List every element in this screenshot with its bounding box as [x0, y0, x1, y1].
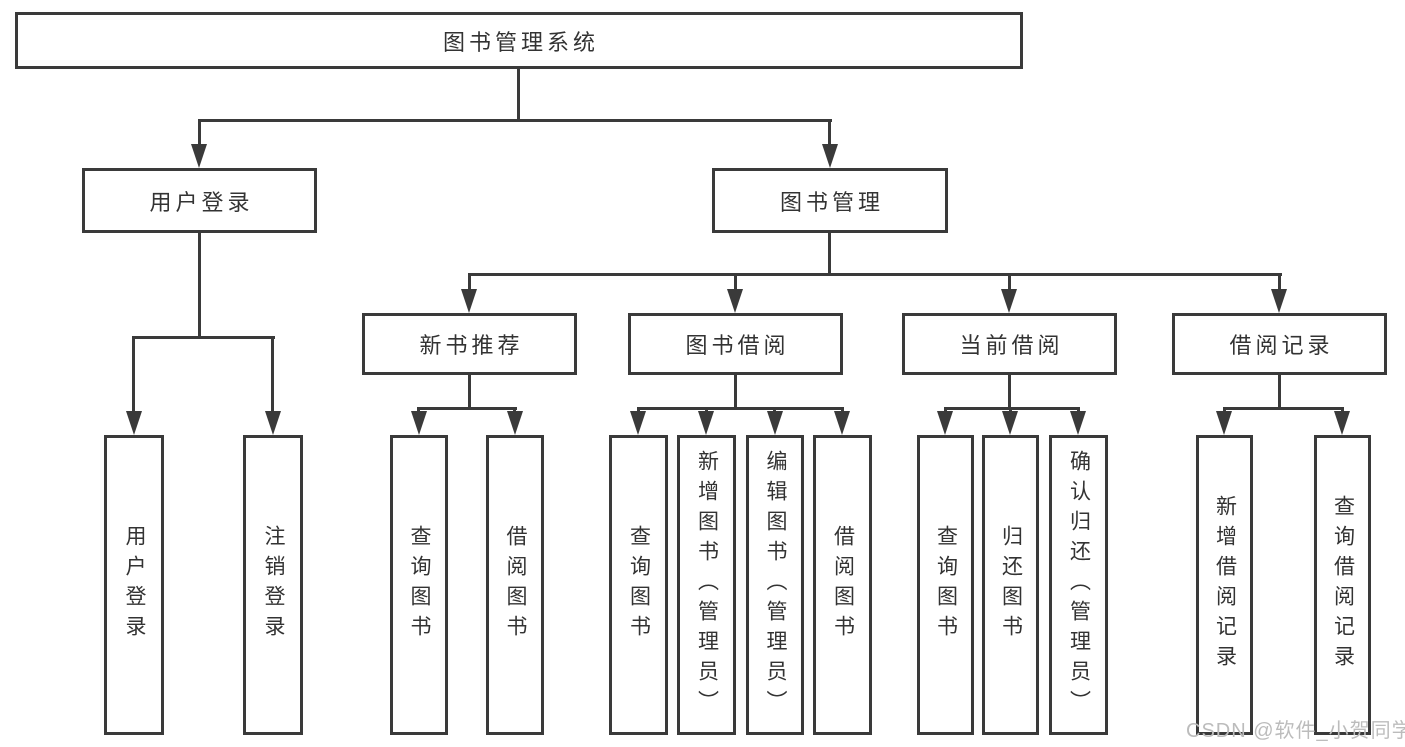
connector-br-leaf1-stem	[1223, 407, 1226, 414]
arrowhead-br-leaf1-icon	[1216, 411, 1232, 435]
connector-nb-leaf2-stem	[513, 407, 516, 414]
node-book-borrow-label: 图书借阅	[685, 333, 790, 358]
connector-bb-leaf2-stem	[705, 407, 708, 414]
leaf-add-book-admin: 新增图书（管理员）	[677, 435, 736, 735]
node-book-mgmt-label: 图书管理	[779, 189, 884, 215]
connector-new-book-stem	[468, 273, 471, 290]
leaf-add-borrow-record-label: 新增借阅记录	[1213, 495, 1237, 675]
arrowhead-br-leaf2-icon	[1334, 411, 1350, 435]
leaf-query-books-cb-label: 查询图书	[934, 525, 958, 645]
arrowhead-current-borrow-icon	[1001, 289, 1017, 313]
arrowhead-bb-leaf1-icon	[630, 411, 646, 435]
connector-cb-leaf3-stem	[1077, 407, 1080, 414]
arrowhead-new-book-icon	[461, 289, 477, 313]
arrowhead-user-login-icon	[191, 144, 207, 168]
leaf-add-borrow-record: 新增借阅记录	[1196, 435, 1253, 735]
connector-borrow-records-down	[1278, 375, 1281, 410]
arrowhead-nb-leaf1-icon	[411, 411, 427, 435]
connector-current-borrow-down	[1008, 375, 1011, 410]
node-book-mgmt: 图书管理	[712, 168, 948, 233]
node-user-login-label: 用户登录	[149, 189, 254, 215]
connector-current-borrow-stem	[1008, 273, 1011, 290]
leaf-edit-book-admin-label: 编辑图书（管理员）	[764, 450, 787, 720]
leaf-user-login: 用户登录	[104, 435, 164, 735]
leaf-return-books: 归还图书	[982, 435, 1039, 735]
leaf-confirm-return-admin: 确认归还（管理员）	[1049, 435, 1108, 735]
connector-user-login-down	[198, 233, 201, 339]
connector-cb-leaf2-stem	[1009, 407, 1012, 414]
leaf-logout: 注销登录	[243, 435, 303, 735]
connector-user-login-stem	[198, 119, 201, 146]
leaf-borrow-books-bb: 借阅图书	[813, 435, 872, 735]
leaf-query-borrow-record-label: 查询借阅记录	[1331, 495, 1355, 675]
connector-level3-rail	[468, 273, 1282, 276]
connector-bb-leaf1-stem	[637, 407, 640, 414]
connector-br-leaf2-stem	[1341, 407, 1344, 414]
connector-book-mgmt-stem	[828, 119, 831, 146]
arrowhead-book-mgmt-icon	[822, 144, 838, 168]
arrowhead-leaf-login-icon	[126, 411, 142, 435]
leaf-add-book-admin-label: 新增图书（管理员）	[695, 450, 719, 720]
leaf-query-books-cb: 查询图书	[917, 435, 974, 735]
connector-root-stem	[517, 69, 520, 119]
node-book-borrow: 图书借阅	[628, 313, 843, 375]
connector-borrow-records-stem	[1278, 273, 1281, 290]
arrowhead-cb-leaf3-icon	[1070, 411, 1086, 435]
leaf-confirm-return-admin-label: 确认归还（管理员）	[1067, 450, 1091, 720]
arrowhead-book-borrow-icon	[727, 289, 743, 313]
connector-leaf-login-stem	[132, 336, 135, 413]
arrowhead-bb-leaf3-icon	[767, 411, 783, 435]
connector-leaf-logout-stem	[271, 336, 274, 413]
connector-book-borrow-stem	[734, 273, 737, 290]
node-borrow-records-label: 借阅记录	[1229, 333, 1334, 358]
node-new-book-rec-label: 新书推荐	[419, 333, 524, 358]
arrowhead-bb-leaf2-icon	[698, 411, 714, 435]
leaf-query-books-bb: 查询图书	[609, 435, 668, 735]
arrowhead-bb-leaf4-icon	[834, 411, 850, 435]
watermark: CSDN @软件_小贺同学	[1186, 720, 1405, 742]
leaf-query-books-bb-label: 查询图书	[627, 525, 651, 645]
connector-borrow-records-rail	[1223, 407, 1344, 410]
node-root-label: 图书管理系统	[442, 29, 599, 55]
connector-user-login-rail	[132, 336, 275, 339]
connector-level2-rail	[198, 119, 832, 122]
arrowhead-nb-leaf2-icon	[507, 411, 523, 435]
node-current-borrow: 当前借阅	[902, 313, 1117, 375]
connector-bb-leaf4-stem	[841, 407, 844, 414]
leaf-edit-book-admin: 编辑图书（管理员）	[746, 435, 804, 735]
connector-new-book-rail	[417, 407, 517, 410]
leaf-query-books-nb-label: 查询图书	[408, 525, 431, 645]
connector-book-borrow-down	[734, 375, 737, 410]
arrowhead-borrow-records-icon	[1271, 289, 1287, 313]
leaf-borrow-books-bb-label: 借阅图书	[831, 525, 855, 645]
connector-book-borrow-rail	[637, 407, 844, 410]
connector-nb-leaf1-stem	[417, 407, 420, 414]
connector-cb-leaf1-stem	[944, 407, 947, 414]
arrowhead-cb-leaf2-icon	[1002, 411, 1018, 435]
connector-book-mgmt-down	[828, 233, 831, 276]
leaf-return-books-label: 归还图书	[999, 525, 1023, 645]
arrowhead-cb-leaf1-icon	[937, 411, 953, 435]
node-root: 图书管理系统	[15, 12, 1023, 69]
leaf-borrow-books-nb-label: 借阅图书	[504, 525, 527, 645]
leaf-query-books-nb: 查询图书	[390, 435, 448, 735]
connector-bb-leaf3-stem	[773, 407, 776, 414]
node-new-book-rec: 新书推荐	[362, 313, 577, 375]
leaf-logout-label: 注销登录	[262, 525, 285, 645]
node-borrow-records: 借阅记录	[1172, 313, 1387, 375]
connector-current-borrow-rail	[944, 407, 1080, 410]
arrowhead-leaf-logout-icon	[265, 411, 281, 435]
leaf-query-borrow-record: 查询借阅记录	[1314, 435, 1371, 735]
node-current-borrow-label: 当前借阅	[959, 333, 1064, 358]
node-user-login: 用户登录	[82, 168, 317, 233]
connector-new-book-down	[468, 375, 471, 410]
leaf-user-login-label: 用户登录	[123, 525, 146, 645]
leaf-borrow-books-nb: 借阅图书	[486, 435, 544, 735]
